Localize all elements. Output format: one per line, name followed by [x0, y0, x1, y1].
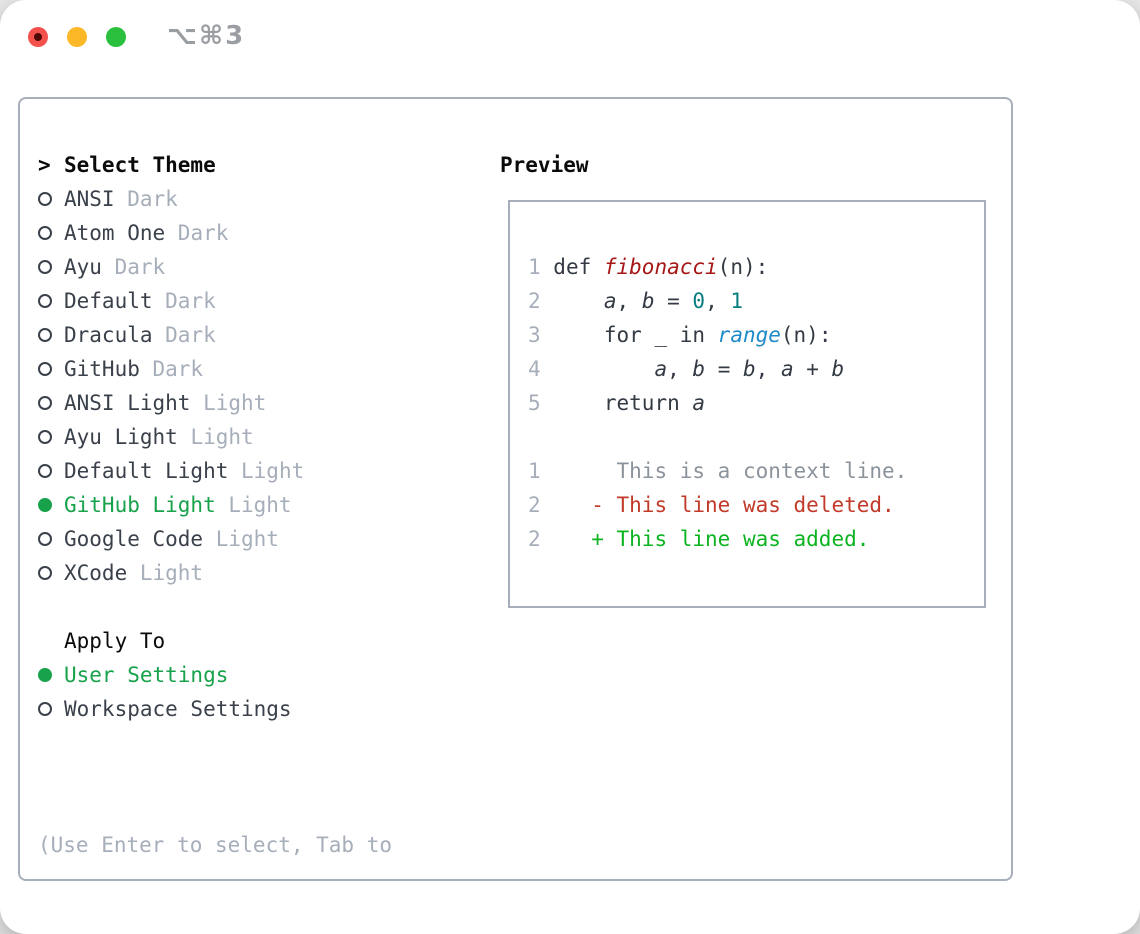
theme-option-default[interactable]: Default Dark — [38, 284, 304, 318]
select-theme-header: > Select Theme — [38, 148, 304, 182]
option-label: Workspace Settings — [64, 697, 292, 721]
theme-option-github[interactable]: GitHub Dark — [38, 352, 304, 386]
radio-icon — [38, 396, 64, 410]
hint-line: change focus) — [38, 930, 392, 934]
theme-option-ansi[interactable]: ANSI Dark — [38, 182, 304, 216]
option-label: XCode — [64, 561, 128, 585]
theme-variant-label: Dark — [152, 289, 216, 313]
radio-icon — [38, 566, 64, 580]
option-label: Google Code — [64, 527, 204, 551]
theme-variant-label: Light — [228, 459, 305, 483]
preview-title: Preview — [500, 153, 589, 177]
option-label: Dracula — [64, 323, 153, 347]
select-theme-label: Select Theme — [64, 153, 216, 177]
option-label: GitHub Light — [64, 493, 216, 517]
titlebar: ⌥⌘3 — [0, 0, 1140, 97]
radio-icon — [38, 260, 64, 274]
close-button[interactable] — [28, 27, 48, 47]
theme-variant-label: Light — [190, 391, 267, 415]
option-label: Atom One — [64, 221, 166, 245]
theme-variant-label: Light — [203, 527, 279, 551]
radio-icon — [38, 430, 64, 444]
theme-variant-label: Light — [177, 425, 254, 449]
theme-variant-label: Dark — [114, 187, 178, 211]
theme-variant-label: Light — [215, 493, 292, 517]
code-line: 2 - This line was deleted. — [528, 493, 895, 517]
theme-variant-label: Dark — [139, 357, 204, 381]
theme-option-atom-one[interactable]: Atom One Dark — [38, 216, 304, 250]
radio-icon — [38, 362, 64, 376]
window-title: ⌥⌘3 — [167, 21, 246, 51]
radio-icon — [38, 464, 64, 478]
theme-variant-label: Dark — [165, 221, 229, 245]
theme-variant-label: Dark — [101, 255, 166, 279]
radio-icon — [38, 328, 64, 342]
apply-option-workspace-settings[interactable]: Workspace Settings — [38, 692, 304, 726]
zoom-button[interactable] — [106, 27, 126, 47]
radio-selected-icon — [38, 668, 64, 682]
radio-icon — [38, 294, 64, 308]
minimize-button[interactable] — [67, 27, 87, 47]
hint-line: (Use Enter to select, Tab to — [38, 833, 393, 857]
radio-icon — [38, 226, 64, 240]
theme-option-ansi-light[interactable]: ANSI Light Light — [38, 386, 304, 420]
option-label: Default Light — [64, 459, 229, 483]
apply-option-user-settings[interactable]: User Settings — [38, 658, 304, 692]
theme-variant-label: Dark — [152, 323, 216, 347]
theme-option-github-light[interactable]: GitHub Light Light — [38, 488, 304, 522]
apply-to-header: Apply To — [38, 624, 304, 658]
option-label: GitHub — [64, 357, 140, 381]
option-label: User Settings — [64, 663, 229, 687]
code-line: 1 def fibonacci(n): — [528, 255, 769, 279]
option-label: Ayu Light — [64, 425, 178, 449]
code-line: 2 + This line was added. — [528, 527, 870, 551]
option-label: Ayu — [64, 255, 102, 279]
radio-icon — [38, 702, 64, 716]
code-line: 2 a, b = 0, 1 — [528, 289, 744, 313]
radio-selected-icon — [38, 498, 64, 512]
option-label: ANSI — [64, 187, 115, 211]
theme-variant-label: Light — [127, 561, 204, 585]
code-line: 1 This is a context line. — [528, 459, 908, 483]
code-line: 4 a, b = b, a + b — [528, 357, 845, 381]
radio-icon — [38, 532, 64, 546]
theme-option-ayu[interactable]: Ayu Dark — [38, 250, 304, 284]
code-line: 3 for _ in range(n): — [528, 323, 832, 347]
prompt-marker: > — [38, 153, 51, 177]
theme-option-xcode[interactable]: XCode Light — [38, 556, 304, 590]
code-line: 5 return a — [528, 391, 706, 415]
code-line — [528, 420, 907, 454]
radio-icon — [38, 192, 64, 206]
keyboard-hint: (Use Enter to select, Tab to change focu… — [38, 760, 392, 934]
theme-option-ayu-light[interactable]: Ayu Light Light — [38, 420, 304, 454]
theme-option-dracula[interactable]: Dracula Dark — [38, 318, 304, 352]
option-label: Default — [64, 289, 153, 313]
theme-option-google-code[interactable]: Google Code Light — [38, 522, 304, 556]
apply-to-label: Apply To — [64, 629, 166, 653]
theme-option-default-light[interactable]: Default Light Light — [38, 454, 304, 488]
preview-box: 1 def fibonacci(n): 2 a, b = 0, 1 3 for _ … — [508, 200, 986, 608]
code-preview: 1 def fibonacci(n): 2 a, b = 0, 1 3 for _ … — [528, 250, 907, 556]
option-label: ANSI Light — [64, 391, 191, 415]
